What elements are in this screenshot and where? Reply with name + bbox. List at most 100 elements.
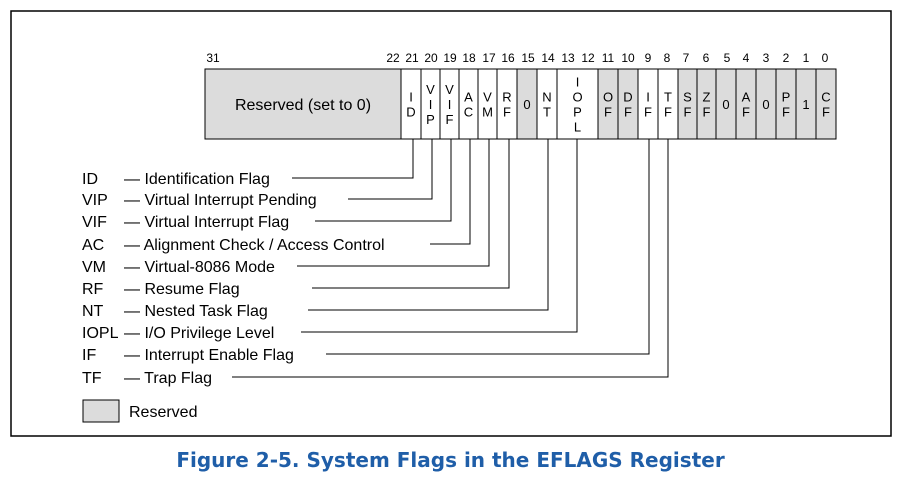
bit-number: 9: [645, 51, 652, 65]
bit-number: 21: [405, 51, 419, 65]
figure-frame: [10, 10, 892, 437]
leader-line: [301, 139, 578, 333]
bit-number: 22: [386, 51, 400, 65]
bit-number: 11: [602, 51, 615, 65]
bit-number: 0: [822, 51, 829, 65]
bit-number: 3: [763, 51, 770, 65]
legend-item-tf: TF— Trap Flag: [82, 370, 212, 387]
flag-cell-label: 0: [523, 97, 530, 112]
legend-abbr: VIF: [82, 214, 107, 231]
legend-abbr: IF: [82, 347, 96, 364]
reserved-key-label: Reserved: [129, 404, 197, 421]
legend-abbr: RF: [82, 281, 104, 298]
legend-abbr: IOPL: [82, 325, 119, 342]
bit-number: 7: [683, 51, 690, 65]
legend-abbr: ID: [82, 171, 98, 188]
legend-desc: — Resume Flag: [124, 281, 240, 298]
legend-desc: — Virtual-8086 Mode: [124, 259, 275, 276]
legend-desc: — Identification Flag: [124, 171, 270, 188]
bit-number: 31: [206, 51, 220, 65]
legend-desc: — Trap Flag: [124, 370, 212, 387]
reserved-field: [204, 68, 402, 140]
leader-lines: [232, 139, 669, 378]
legend-desc: — Virtual Interrupt Flag: [124, 214, 289, 231]
flag-cell-0: 0: [755, 68, 777, 140]
bit-number: 12: [581, 51, 595, 65]
leader-line: [315, 139, 452, 222]
reserved-field-label: Reserved (set to 0): [235, 97, 371, 114]
legend-item-id: ID — Identification Flag: [82, 171, 270, 188]
bit-number: 5: [724, 51, 731, 65]
leader-line: [430, 139, 471, 245]
legend-item-nt: NT— Nested Task Flag: [82, 303, 268, 320]
leader-line: [312, 139, 510, 289]
leader-line: [297, 139, 490, 267]
bit-number: 6: [703, 51, 710, 65]
legend-item-iopl: IOPL — I/O Privilege Level: [82, 325, 274, 342]
reserved-key-swatch: [82, 399, 120, 423]
leader-line: [348, 139, 433, 200]
legend-desc: — Alignment Check / Access Control: [124, 237, 385, 254]
bit-number: 19: [443, 51, 457, 65]
bit-number: 4: [743, 51, 750, 65]
leader-line: [232, 139, 669, 378]
leader-line: [292, 139, 414, 179]
bit-number: 20: [424, 51, 438, 65]
legend-item-vip: VIP— Virtual Interrupt Pending: [82, 192, 317, 209]
legend-abbr: AC: [82, 237, 104, 254]
bit-number: 13: [561, 51, 575, 65]
legend-item-if: IF— Interrupt Enable Flag: [82, 347, 294, 364]
bit-number: 18: [462, 51, 476, 65]
legend-item-vm: VM — Virtual-8086 Mode: [82, 259, 275, 276]
legend-item-vif: VIF — Virtual Interrupt Flag: [82, 214, 289, 231]
bit-number: 10: [621, 51, 635, 65]
bit-number: 15: [521, 51, 535, 65]
leader-line: [326, 139, 650, 355]
legend-desc: — I/O Privilege Level: [124, 325, 274, 342]
legend-abbr: VIP: [82, 192, 108, 209]
flag-cell-label: 0: [722, 97, 729, 112]
bit-number: 2: [783, 51, 790, 65]
legend-abbr: VM: [82, 259, 106, 276]
legend-abbr: NT: [82, 303, 104, 320]
bit-number: 16: [501, 51, 515, 65]
flag-cell-1: 1: [795, 68, 817, 140]
bit-number: 17: [482, 51, 496, 65]
flag-cell-label: 1: [802, 97, 809, 112]
reserved-key: Reserved: [82, 399, 197, 423]
flag-cell-label: 0: [762, 97, 769, 112]
